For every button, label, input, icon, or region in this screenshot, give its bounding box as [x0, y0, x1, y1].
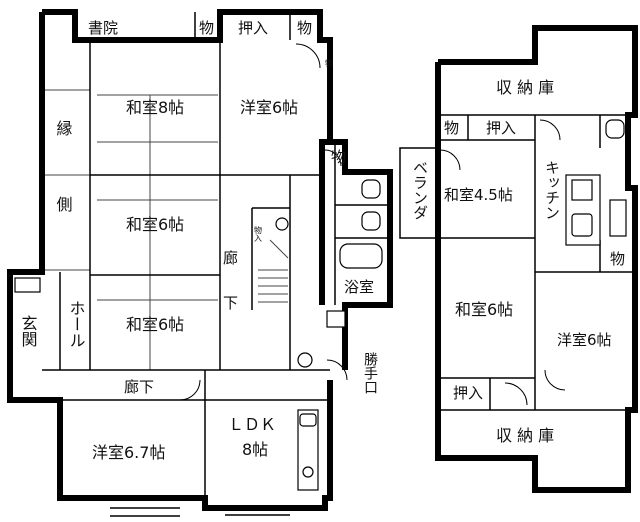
label-mono-stair: 物入	[254, 225, 263, 242]
label-kitchen: キッチン	[543, 160, 561, 220]
label-washitsu45: 和室4.5帖	[444, 186, 513, 204]
stove-1f	[302, 466, 314, 478]
label-veranda: ベランダ	[411, 160, 429, 220]
stove-2f	[571, 179, 593, 201]
fridge-2f	[609, 199, 627, 237]
label-rouka-v: 廊下	[221, 250, 239, 340]
wall-outer-2f	[435, 25, 638, 493]
veranda-area	[399, 147, 439, 239]
label-shunouko-bottom: 収 納 庫	[496, 426, 554, 445]
washbasin-1f-b	[297, 352, 313, 368]
sink-1f	[299, 413, 317, 427]
toilet-2f	[605, 119, 625, 139]
label-mono-top1: 物	[199, 19, 214, 37]
shoe-cabinet	[14, 277, 41, 293]
second-floor-plan	[399, 25, 638, 493]
door-swings-1f	[179, 43, 348, 401]
label-mono-bath: 物	[331, 148, 346, 166]
label-engawa: 縁側	[54, 120, 73, 272]
label-mono-small: 物	[325, 58, 333, 68]
label-rouka-h: 廊下	[124, 378, 154, 396]
shower-floor	[326, 310, 346, 328]
label-shoin: 書院	[88, 19, 118, 37]
door-swings-2f	[439, 119, 566, 406]
wall-east-1f	[322, 139, 393, 370]
wall-top-1f	[42, 9, 333, 305]
label-ldk: ＬＤＫ	[228, 415, 276, 434]
label-katteguchi: 勝手口	[362, 352, 378, 394]
washbasin-1f	[275, 217, 289, 231]
label-shunouko-top: 収 納 庫	[496, 78, 554, 97]
label-washitsu6-mid: 和室6帖	[126, 215, 184, 234]
label-washitsu6-low: 和室6帖	[126, 315, 184, 334]
label-mono-top2: 物	[297, 19, 312, 37]
sink-2f	[571, 213, 593, 237]
label-yokushitsu: 浴室	[344, 278, 374, 296]
label-oshiire-2f-top: 押入	[486, 119, 516, 137]
bathtub	[339, 243, 383, 269]
toilet-1f-a	[361, 179, 381, 199]
label-oshiire-top: 押入	[238, 19, 268, 37]
label-youshitsu6-top: 洋室6帖	[240, 98, 298, 117]
label-mono-2f: 物	[444, 119, 459, 137]
label-youshitsu6-2f: 洋室6帖	[557, 331, 612, 349]
toilet-1f-b	[361, 211, 381, 231]
label-genkan: 玄関	[19, 315, 38, 348]
first-floor-plan	[7, 9, 393, 517]
room-labels: 書院 物 押入 物 物 和室8帖 洋室6帖 縁側 和室6帖 和室6帖 物 物入 …	[19, 19, 626, 462]
staircase	[258, 239, 289, 303]
wall-north-1f	[7, 12, 333, 511]
label-washitsu8: 和室8帖	[126, 98, 184, 117]
label-youshitsu67: 洋室6.7帖	[92, 443, 165, 462]
label-hall: ホール	[67, 300, 86, 348]
windows-1f	[110, 507, 290, 517]
label-mono-kitchen: 物	[610, 250, 625, 268]
label-ldk-size: 8帖	[242, 440, 268, 459]
label-washitsu6-2f: 和室6帖	[455, 300, 513, 319]
tatami-lines	[45, 89, 218, 370]
label-oshiire-2f-low: 押入	[453, 384, 483, 402]
